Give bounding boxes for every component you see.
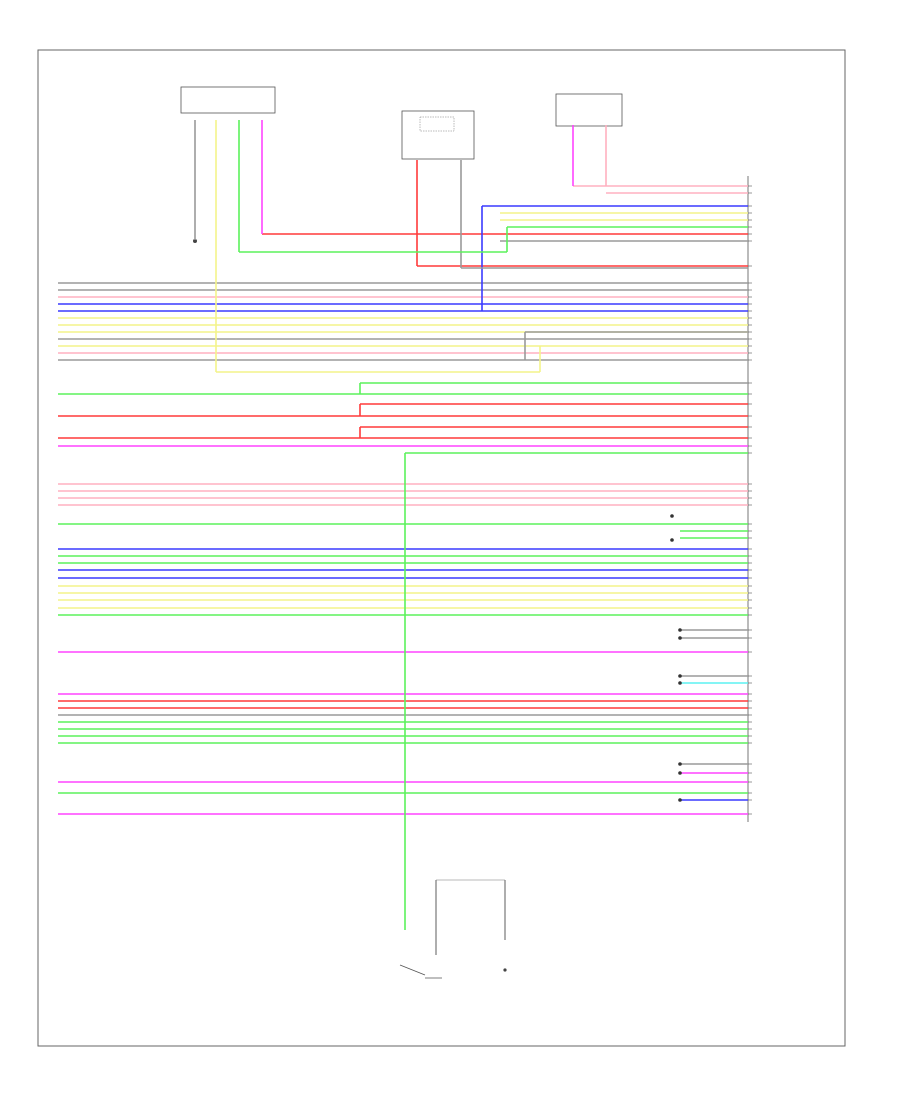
component-top-middle	[401, 110, 475, 160]
diagram-frame	[37, 49, 846, 1047]
splice-dot-1	[670, 538, 674, 542]
splice-dot-0	[670, 514, 674, 518]
splice-dot-8	[678, 798, 682, 802]
bottom-switch-component	[399, 964, 442, 979]
ground-left	[193, 239, 197, 243]
horizontal-wires	[58, 185, 752, 815]
component-top-right	[555, 93, 623, 127]
component-top-left	[180, 86, 276, 114]
splice-dot-4	[678, 674, 682, 678]
wire-jogs	[216, 227, 748, 802]
splice-dot-5	[678, 681, 682, 685]
splice-dot-2	[678, 628, 682, 632]
bottom-module-component	[436, 879, 507, 972]
splice-dot-7	[678, 771, 682, 775]
splice-dot-3	[678, 636, 682, 640]
splice-dot-6	[678, 762, 682, 766]
vertical-wires	[194, 120, 607, 955]
